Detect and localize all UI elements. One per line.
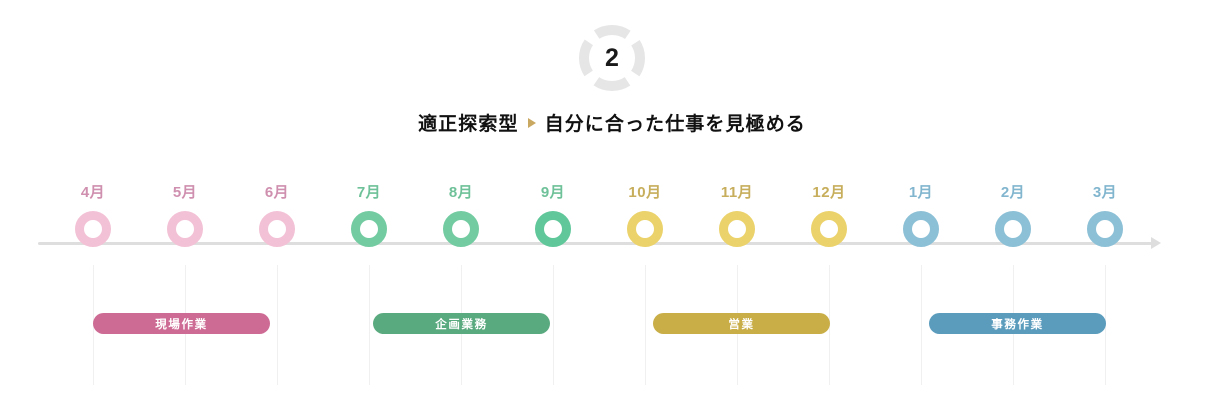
timeline-node[interactable]: 1月 [875, 185, 967, 247]
guide-line [553, 265, 554, 385]
timeline-node[interactable]: 2月 [967, 185, 1059, 247]
timeline-node-ring-icon [75, 211, 111, 247]
timeline-node-label: 5月 [172, 184, 198, 201]
timeline-node-ring-icon [627, 211, 663, 247]
page-title: 適正探索型 自分に合った仕事を見極める [0, 109, 1224, 136]
phase-pill[interactable]: 営業 [653, 313, 830, 334]
timeline-node[interactable]: 6月 [231, 185, 323, 247]
phase-pill[interactable]: 企画業務 [373, 313, 550, 334]
timeline-node-ring-icon [719, 211, 755, 247]
timeline-node-ring-icon [259, 211, 295, 247]
guide-line [277, 265, 278, 385]
arrow-right-icon [1151, 237, 1161, 249]
phase-pill-label: 営業 [728, 318, 755, 331]
timeline-node-ring-icon [351, 211, 387, 247]
step-badge-number: 2 [605, 43, 619, 72]
timeline-node-label: 11月 [720, 184, 754, 201]
timeline-node[interactable]: 11月 [691, 185, 783, 247]
timeline-node-label: 10月 [628, 184, 662, 201]
timeline-node[interactable]: 5月 [139, 185, 231, 247]
title-description: 自分に合った仕事を見極める [544, 114, 806, 135]
timeline-node-label: 8月 [448, 184, 474, 201]
timeline-node-label: 3月 [1092, 184, 1118, 201]
timeline-node-label: 9月 [540, 184, 566, 201]
phase-pill[interactable]: 事務作業 [929, 313, 1106, 334]
timeline-node[interactable]: 8月 [415, 185, 507, 247]
timeline-node-ring-icon [1087, 211, 1123, 247]
timeline-axis [38, 242, 1152, 245]
timeline-node-label: 6月 [264, 184, 290, 201]
timeline-node-ring-icon [443, 211, 479, 247]
timeline-node-ring-icon [811, 211, 847, 247]
step-badge-container: 2 [0, 22, 1224, 94]
title-category: 適正探索型 [418, 114, 519, 135]
timeline-node-ring-icon [995, 211, 1031, 247]
timeline-node-ring-icon [903, 211, 939, 247]
guide-line [921, 265, 922, 385]
timeline-node[interactable]: 9月 [507, 185, 599, 247]
triangle-right-icon [527, 118, 536, 128]
guide-line [369, 265, 370, 385]
timeline-node-label: 2月 [1000, 184, 1026, 201]
phase-pill-label: 企画業務 [435, 318, 488, 331]
timeline-node[interactable]: 3月 [1059, 185, 1151, 247]
phase-pill-label: 現場作業 [155, 318, 208, 331]
timeline-node-label: 1月 [908, 184, 934, 201]
guide-line [645, 265, 646, 385]
segmented-ring-icon [579, 25, 645, 91]
timeline: 4月 5月 6月 7月 8月 9月 10月 11月 12月 1月 2月 3月 現場作業 企画業務 営業 事務… [0, 185, 1224, 400]
timeline-node[interactable]: 4月 [47, 185, 139, 247]
phase-pill-label: 事務作業 [991, 318, 1044, 331]
step-badge: 2 [576, 22, 648, 94]
phase-pill[interactable]: 現場作業 [93, 313, 270, 334]
timeline-node[interactable]: 10月 [599, 185, 691, 247]
timeline-node-ring-icon [167, 211, 203, 247]
timeline-node[interactable]: 12月 [783, 185, 875, 247]
timeline-node-label: 7月 [356, 184, 382, 201]
timeline-node-ring-icon [535, 211, 571, 247]
timeline-node-label: 4月 [80, 184, 106, 201]
timeline-node-label: 12月 [812, 184, 846, 201]
timeline-node[interactable]: 7月 [323, 185, 415, 247]
